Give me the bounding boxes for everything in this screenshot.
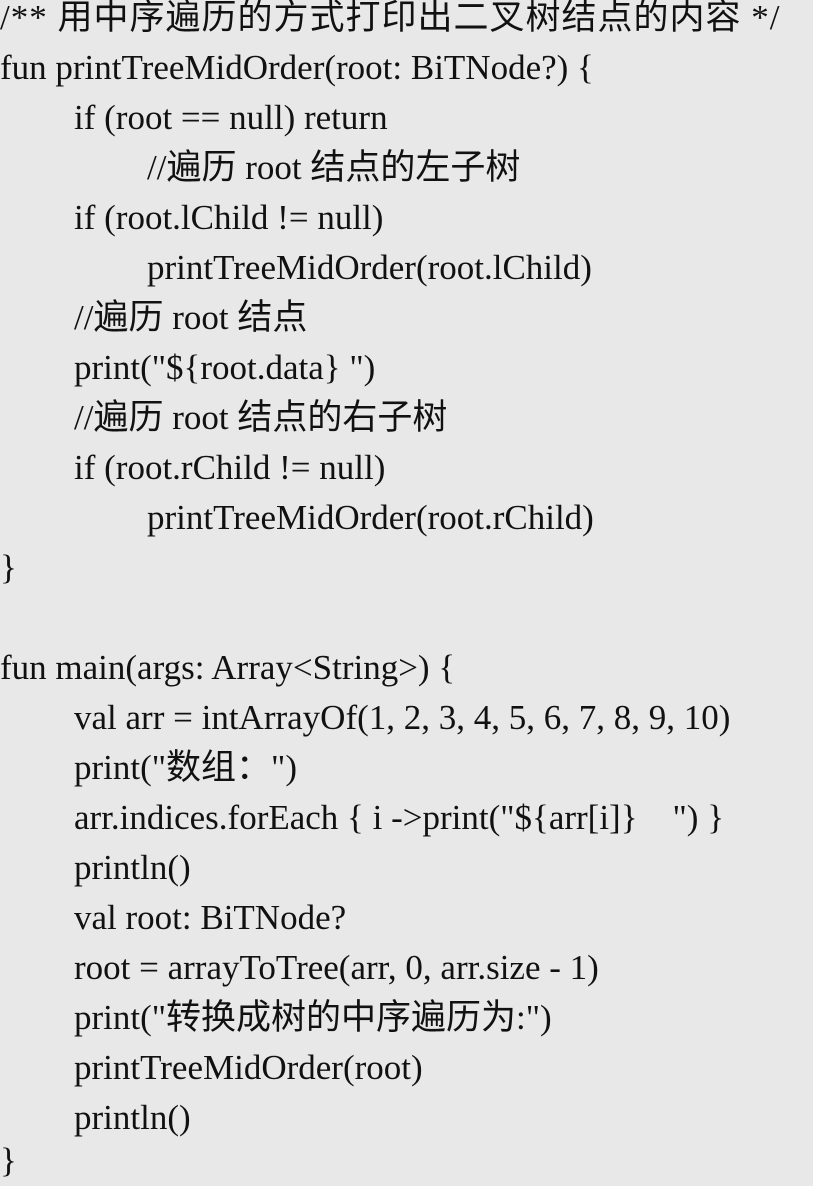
function-signature-line: fun printTreeMidOrder(root: BiTNode?) { [0,48,594,87]
code-line: arr.indices.forEach { i ->print("${arr[i… [74,798,724,837]
code-line: printTreeMidOrder(root.lChild) [147,248,592,287]
doc-comment-line: /** 用中序遍历的方式打印出二叉树结点的内容 */ [0,0,781,37]
main-signature-line: fun main(args: Array<String>) { [0,648,456,687]
comment-line: //遍历 root 结点的右子树 [74,398,448,437]
code-line: println() [74,848,191,887]
code-line: printTreeMidOrder(root) [74,1048,423,1087]
code-line: val root: BiTNode? [74,898,347,937]
code-line: print("数组：") [74,748,297,787]
comment-line: //遍历 root 结点 [74,298,308,337]
code-line: print("转换成树的中序遍历为:") [74,998,552,1037]
code-line: root = arrayToTree(arr, 0, arr.size - 1) [74,948,599,987]
code-line: if (root.rChild != null) [74,448,386,487]
comment-line: //遍历 root 结点的左子树 [147,148,521,187]
code-line: println() [74,1098,191,1137]
code-line: val arr = intArrayOf(1, 2, 3, 4, 5, 6, 7… [74,698,731,737]
closing-brace-line: } [0,1141,17,1180]
closing-brace-line: } [0,548,17,587]
blank-line [0,593,813,643]
code-line: printTreeMidOrder(root.rChild) [147,498,594,537]
code-line: if (root == null) return [74,98,388,137]
code-line: print("${root.data} ") [74,348,376,387]
code-line: if (root.lChild != null) [74,198,384,237]
